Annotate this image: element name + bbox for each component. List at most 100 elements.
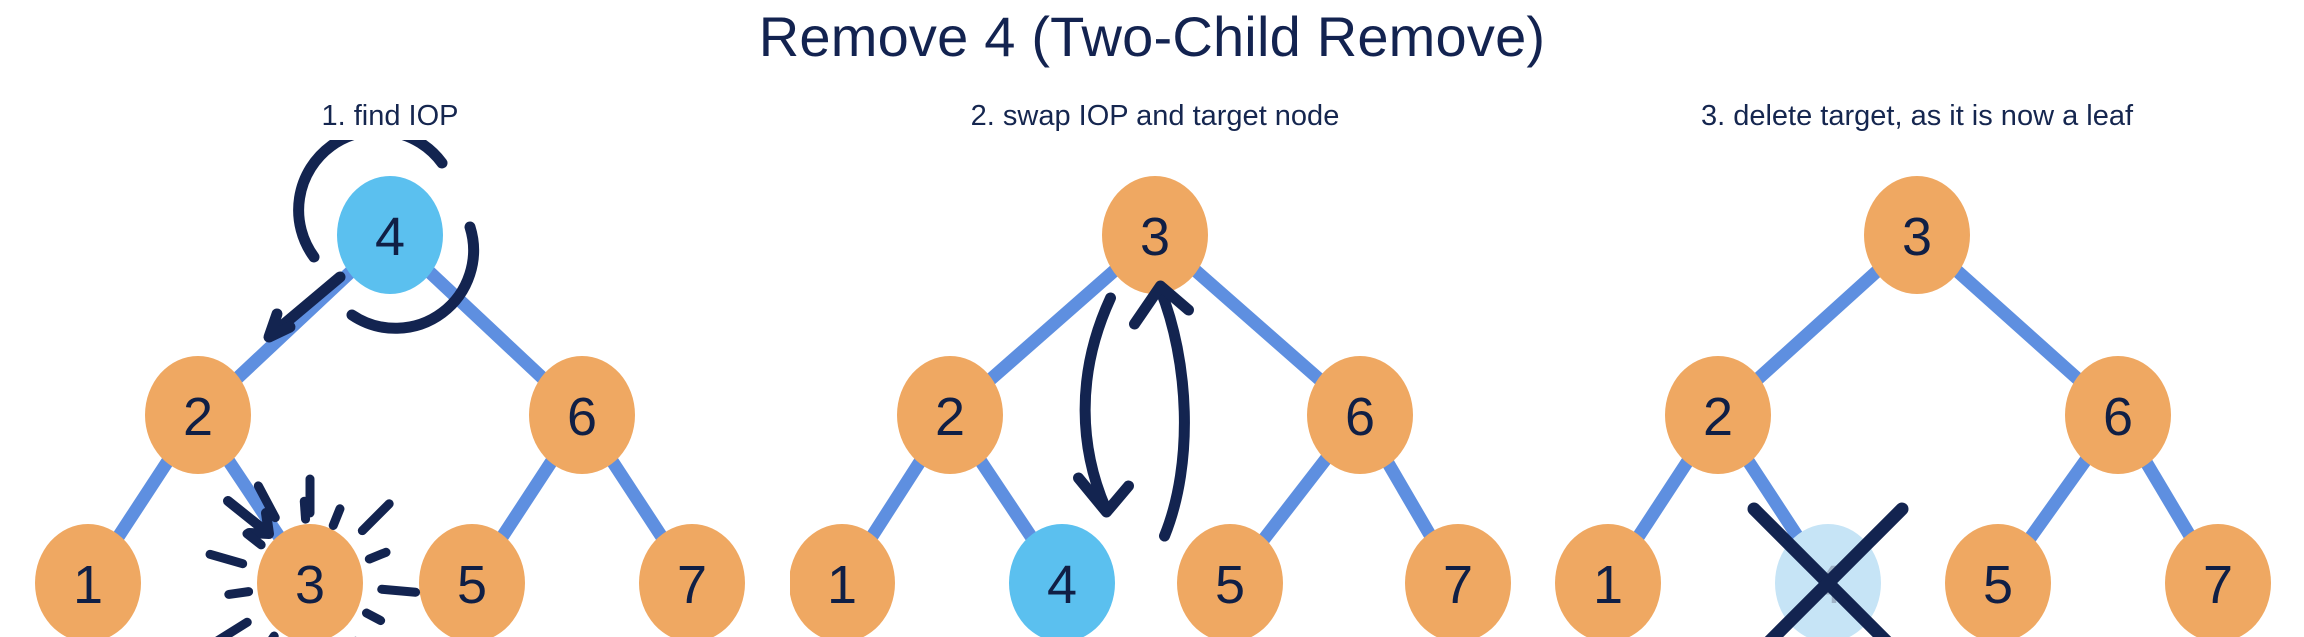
tree-node-2[interactable]: 2 <box>145 356 251 474</box>
sparkle-ray <box>215 617 252 637</box>
swap-arrow-down-head-icon <box>1073 472 1134 518</box>
annotations <box>1747 502 1909 637</box>
node-value-label: 7 <box>2203 555 2233 615</box>
tree-diagram-step-2: 3 2 6 1 4 5 7 <box>790 176 1511 637</box>
node-circle <box>1555 524 1661 637</box>
tree-nodes: 3 2 6 1 4 5 7 <box>790 176 1511 637</box>
tree-edge <box>861 451 931 547</box>
tree-edge <box>419 262 553 388</box>
node-circle <box>35 524 141 637</box>
sparkle-ray <box>357 499 394 536</box>
tree-node-6[interactable]: 6 <box>1307 356 1413 474</box>
sparkle-ray <box>253 481 280 523</box>
sparkle-ray <box>205 549 248 569</box>
tree-node-2[interactable]: 2 <box>897 356 1003 474</box>
tree-node-1[interactable]: 1 <box>1555 524 1661 637</box>
tree-edge <box>2136 452 2200 546</box>
tree-edge <box>1947 261 2088 389</box>
tree-edges <box>1628 261 2200 549</box>
node-value-label: 1 <box>73 555 103 615</box>
tree-node-7[interactable]: 7 <box>639 524 745 637</box>
node-circle <box>145 356 251 474</box>
annotations <box>205 140 480 637</box>
tree-edge <box>218 450 290 548</box>
swap-arrow-down-icon <box>1079 292 1116 514</box>
sparkle-ray <box>299 496 311 524</box>
node-value-label: 2 <box>1703 387 1733 447</box>
node-value-label: 7 <box>677 555 707 615</box>
sparkle-ray <box>362 608 386 626</box>
tree-edge <box>1186 261 1329 389</box>
tree-edge <box>1738 450 1808 548</box>
tree-node-6[interactable]: 6 <box>2065 356 2171 474</box>
node-value-label: 4 <box>375 207 405 267</box>
tree-node-3[interactable]: 3 <box>1864 176 1970 294</box>
node-value-label: 1 <box>827 555 857 615</box>
swap-arrow-up-icon <box>1155 284 1190 542</box>
tree-node-4[interactable]: 4 <box>1009 524 1115 637</box>
node-value-label: 1 <box>1593 555 1623 615</box>
tree-node-5[interactable]: 5 <box>1177 524 1283 637</box>
node-circle <box>897 356 1003 474</box>
node-circle <box>337 176 443 294</box>
node-circle <box>639 524 745 637</box>
node-value-label: 5 <box>1215 555 1245 615</box>
tree-edge <box>970 450 1042 548</box>
sparkle-ray <box>328 504 345 531</box>
circle-arc-lower-icon <box>346 221 480 334</box>
tree-node-3[interactable]: 3 <box>1102 176 1208 294</box>
node-value-label: 2 <box>183 387 213 447</box>
tree-edges <box>861 261 1440 550</box>
tree-node-6[interactable]: 6 <box>529 356 635 474</box>
node-circle <box>1665 356 1771 474</box>
tree-node-4[interactable]: 4 <box>337 176 443 294</box>
node-circle <box>2165 524 2271 637</box>
tree-node-5[interactable]: 5 <box>1945 524 2051 637</box>
cross-out-stroke-2-icon <box>1764 502 1909 637</box>
sparkle-ray <box>377 584 421 597</box>
node-circle <box>1945 524 2051 637</box>
node-circle <box>257 524 363 637</box>
node-circle <box>1405 524 1511 637</box>
tree-edges <box>108 262 672 548</box>
node-circle <box>2065 356 2171 474</box>
node-circle <box>790 524 895 637</box>
page-title: Remove 4 (Two-Child Remove) <box>758 5 1546 68</box>
node-circle <box>1177 524 1283 637</box>
node-value-label: 6 <box>1345 387 1375 447</box>
sparkle-ray <box>224 587 254 599</box>
tree-edge <box>602 450 672 548</box>
tree-edge <box>1748 261 1887 389</box>
tree-node-2[interactable]: 2 <box>1665 356 1771 474</box>
pointer-arrow-iop-icon <box>223 496 273 538</box>
node-circle <box>419 524 525 637</box>
node-value-label: 6 <box>2103 387 2133 447</box>
node-value-label: 3 <box>1902 207 1932 267</box>
swap-arrow-up-head-icon <box>1129 280 1194 330</box>
tree-edge <box>108 450 178 548</box>
circle-arc-upper-icon <box>293 140 448 263</box>
pointer-arrow-left-head-icon <box>263 308 296 343</box>
tree-edge <box>981 261 1124 389</box>
sparkle-ray <box>242 529 266 550</box>
tree-node-1[interactable]: 1 <box>35 524 141 637</box>
tree-node-1[interactable]: 1 <box>790 524 895 637</box>
node-circle <box>1102 176 1208 294</box>
node-value-label: 2 <box>935 387 965 447</box>
tree-edge <box>1253 448 1337 550</box>
node-circle <box>529 356 635 474</box>
tree-node-3[interactable]: 3 <box>257 524 363 637</box>
tree-node-7[interactable]: 7 <box>1405 524 1511 637</box>
sparkle-burst-icon <box>205 474 421 637</box>
node-circle <box>1009 524 1115 637</box>
tree-node-7[interactable]: 7 <box>2165 524 2271 637</box>
tree-node-5[interactable]: 5 <box>419 524 525 637</box>
pointer-arrow-iop-head-icon <box>244 508 274 539</box>
tree-edge <box>1378 452 1440 546</box>
